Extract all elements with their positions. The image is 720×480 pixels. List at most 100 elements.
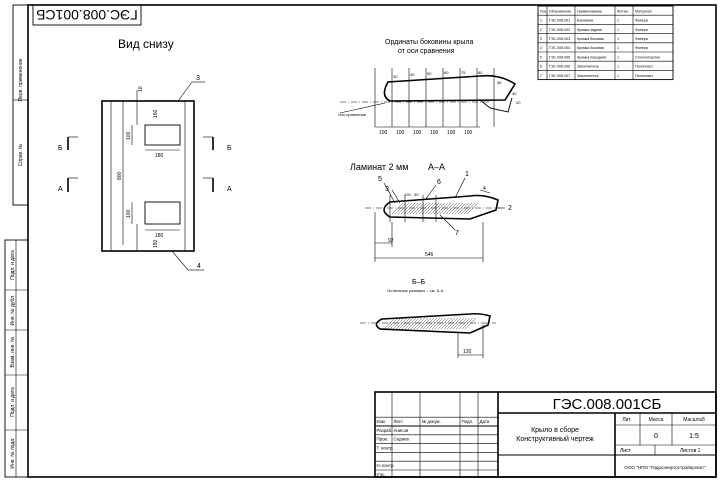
hatch-line <box>397 202 410 215</box>
left-stamp-strip <box>4 239 29 478</box>
hatch-line <box>446 317 459 330</box>
stamp-label: Инв. № дубл. <box>10 295 16 326</box>
bom-cell: Фанера <box>635 46 648 50</box>
hatch-line <box>421 202 434 215</box>
bom-cell: 2 <box>540 28 542 32</box>
hatch-line <box>451 202 464 215</box>
hatch-line <box>442 202 455 215</box>
laminate-title: Ламинат 2 мм <box>350 162 408 172</box>
ord-value: 60 <box>444 70 449 75</box>
bom-cell: Кромка боковая <box>577 37 604 41</box>
section-mark: Б <box>227 145 232 152</box>
dim-text: 100 <box>464 130 473 136</box>
bom-cell: 5 <box>540 55 542 59</box>
hatch-line <box>419 317 432 330</box>
col-scale: Масштаб <box>683 417 705 423</box>
bom-header-cell: Кол-во <box>617 9 628 13</box>
mirror-code-box <box>32 4 142 26</box>
bom-cell: Боковина <box>577 19 593 23</box>
hatch-line <box>401 317 414 330</box>
dim-text: 546 <box>425 252 434 258</box>
callout: 2 <box>508 205 512 212</box>
bom-cell: Кромка передняя <box>577 55 606 59</box>
bom-cell: 1 <box>617 46 619 50</box>
hatch-line <box>427 202 440 215</box>
wing-outline <box>383 74 517 102</box>
hatch-line <box>409 202 422 215</box>
tb-cell: Т. контр. <box>377 445 394 450</box>
title-block: ГЭС.008.001СБ Крыло в сборе Конструктивн… <box>374 391 717 478</box>
hatch-line <box>445 202 458 215</box>
hatch-line <box>428 317 441 330</box>
hatch-line <box>443 317 456 330</box>
bom-cell: Заполнитель <box>577 74 599 78</box>
hatch-line <box>389 317 402 330</box>
hatch-line <box>422 317 435 330</box>
hatch-line <box>403 202 416 215</box>
bom-cell: ГЭС.008.005 <box>549 55 570 59</box>
bom-cell: Пенопласт <box>635 65 653 69</box>
hatch-line <box>436 202 449 215</box>
section-aa-outline <box>383 194 499 220</box>
section-bb-note: Остальные размеры – см. А-А <box>387 288 444 293</box>
bom-cell: ГЭС.008.006 <box>549 65 570 69</box>
ord-value: 80 <box>478 70 483 75</box>
hatch-line <box>416 317 429 330</box>
ord-value: 40 <box>410 72 415 77</box>
section-aa: 92 546 100 50 5 3 6 1 4 2 7 <box>365 171 512 262</box>
bom-cell: Кромка задняя <box>577 28 602 32</box>
section-aa-hatch <box>391 202 479 215</box>
scale-value: 1:5 <box>689 433 699 440</box>
bom-cell: ГЭС.008.003 <box>549 37 570 41</box>
stamp-label: Подп. и дата <box>10 387 16 417</box>
section-mark: А <box>58 186 63 193</box>
ord-value: 30 <box>393 74 398 79</box>
dim-text: 100 <box>447 130 456 136</box>
section-bb-title: Б–Б <box>412 279 425 286</box>
hatch-line <box>413 317 426 330</box>
section-bb-hatch <box>383 317 477 330</box>
bom-cell: 6 <box>540 65 542 69</box>
dim-text: 800 <box>117 171 123 180</box>
dim-text: 10 <box>138 86 144 92</box>
bom-cell: 1 <box>617 19 619 23</box>
hatch-line <box>455 317 468 330</box>
tb-cell: Утв. <box>377 472 385 477</box>
bom-header-cell: Поз. <box>540 9 547 13</box>
callout: 4 <box>197 263 201 270</box>
section-mark: А <box>227 186 232 193</box>
col-lit: Лит. <box>622 417 631 423</box>
bom-cell: Фанера <box>635 19 648 23</box>
stamp-label: Взам. инв. № <box>10 337 16 368</box>
cutout-lower <box>144 201 181 225</box>
bom-cell: 1 <box>540 19 542 23</box>
callout: 6 <box>437 179 441 186</box>
bom-header-cell: Обозначение <box>549 9 571 13</box>
bottom-view-title: Вид снизу <box>118 37 174 51</box>
stamp-label: Инв. № подл. <box>10 437 16 468</box>
dim-text: 180 <box>155 153 164 159</box>
bom-cell: Пенопласт <box>635 74 653 78</box>
tb-cell: Дата <box>480 419 490 424</box>
ord-value: 50 <box>427 71 432 76</box>
bottom-view: 10 150 100 180 800 100 180 150 3 4 Б Б А… <box>58 75 232 271</box>
callout: 3 <box>196 75 200 82</box>
bom-header-cell: Материал <box>635 9 652 13</box>
ordinates-title-line1: Ординаты боковины крыла <box>385 38 473 46</box>
hatch-line <box>395 317 408 330</box>
cutout-upper <box>144 124 181 146</box>
dim-text: 100 <box>413 130 422 136</box>
hatch-line <box>448 202 461 215</box>
ord-value: 20 <box>516 100 521 105</box>
bom-cell: ГЭС.008.001 <box>549 19 570 23</box>
section-aa-title: А–А <box>428 162 445 172</box>
bom-cell: Кромка боковая <box>577 46 604 50</box>
ord-value: 75 <box>461 70 466 75</box>
hatch-line <box>407 317 420 330</box>
hatch-line <box>415 202 428 215</box>
dim-text: 100 <box>379 130 388 136</box>
dim-text: 100 <box>126 209 132 218</box>
bom-cell: 1 <box>617 74 619 78</box>
stamp-label: Перв. применение <box>18 58 24 101</box>
